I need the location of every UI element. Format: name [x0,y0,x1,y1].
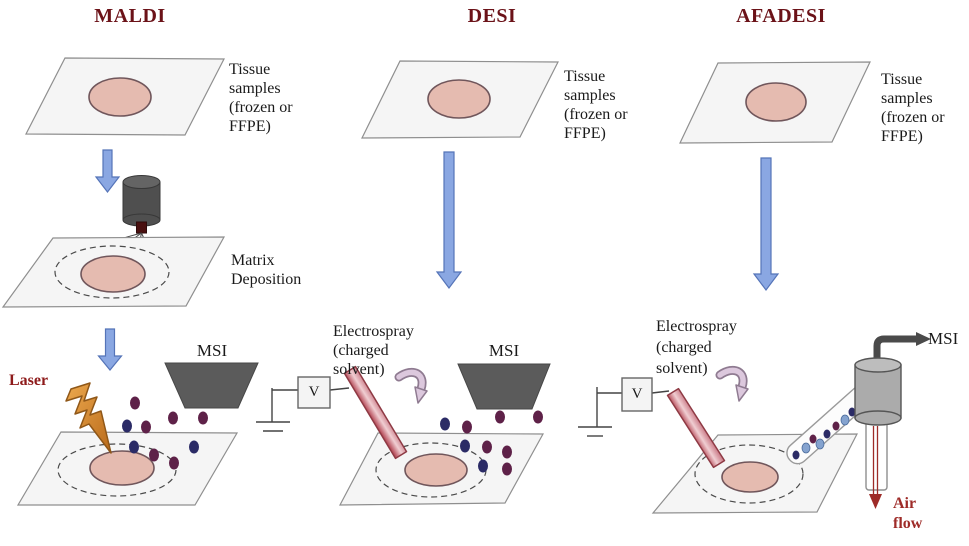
afadesi-column [578,61,931,514]
maldi-ion-plume-navy [122,419,199,454]
airflow-tube [865,415,888,491]
afadesi-stage-ring [694,444,804,504]
desi-msi-label: MSI [488,341,520,360]
inlet-cylinder [854,357,902,426]
afadesi-ground-wires [578,387,670,437]
afadesi-electrospray-label: Electrospray (charged solvent) [656,318,737,377]
maldi-ablation-ring [57,443,177,497]
maldi-msi-inlet [164,362,259,409]
afadesi-stage-tissue [721,461,779,493]
desi-column [256,60,559,506]
desi-tissue-label: Tissue samples (frozen or FFPE) [564,68,628,142]
airflow-arrow [869,426,882,509]
desi-electrospray-label: Electrospray (charged solvent) [333,323,414,378]
afadesi-title: AFADESI [736,5,826,27]
maldi-column [1,57,259,506]
msi-elbow-arrow [873,332,931,362]
desi-spray-arrow [394,367,428,404]
sprayer-nozzle [136,221,147,234]
maldi-matrix-tissue [80,255,146,293]
desi-stage-tissue [404,453,468,487]
desi-voltage-box [297,376,331,409]
maldi-tissue-label: Tissue samples (frozen or FFPE) [229,61,293,135]
desi-tissue-sample [427,79,491,119]
maldi-matrix-ring [54,245,170,299]
maldi-tissue-sample [88,77,152,117]
maldi-ablation-tissue [89,450,155,486]
maldi-down-arrow-2 [97,328,123,371]
desi-ground-wires [256,387,350,432]
afadesi-msi-label: MSI [928,329,959,348]
afadesi-voltage-label: V [631,386,643,402]
desi-msi-inlet [457,363,551,410]
afadesi-spray-capillary [666,387,726,469]
maldi-down-arrow-1 [94,149,121,193]
desi-down-arrow [435,151,463,289]
matrix-deposition-label: Matrix Deposition [231,252,302,288]
afadesi-down-arrow [752,157,780,291]
laser-label: Laser [9,372,49,389]
afadesi-voltage-box [621,377,653,412]
maldi-title: MALDI [94,5,166,27]
afadesi-tissue-sample [745,82,807,122]
maldi-msi-label: MSI [196,341,228,360]
airflow-label: Air flow [893,495,923,532]
afadesi-spray-arrow [715,365,749,402]
desi-ion-plume-navy [440,417,488,473]
desi-voltage-label: V [308,384,320,400]
desi-ion-plume-maroon [462,410,543,476]
maldi-ion-plume-maroon [130,396,208,470]
afadesi-tissue-label: Tissue samples (frozen or FFPE) [881,71,945,145]
laser-bolt-icon [65,382,112,454]
tube-ions [792,407,856,460]
desi-title: DESI [467,5,517,27]
desi-spray-capillary [343,365,408,460]
